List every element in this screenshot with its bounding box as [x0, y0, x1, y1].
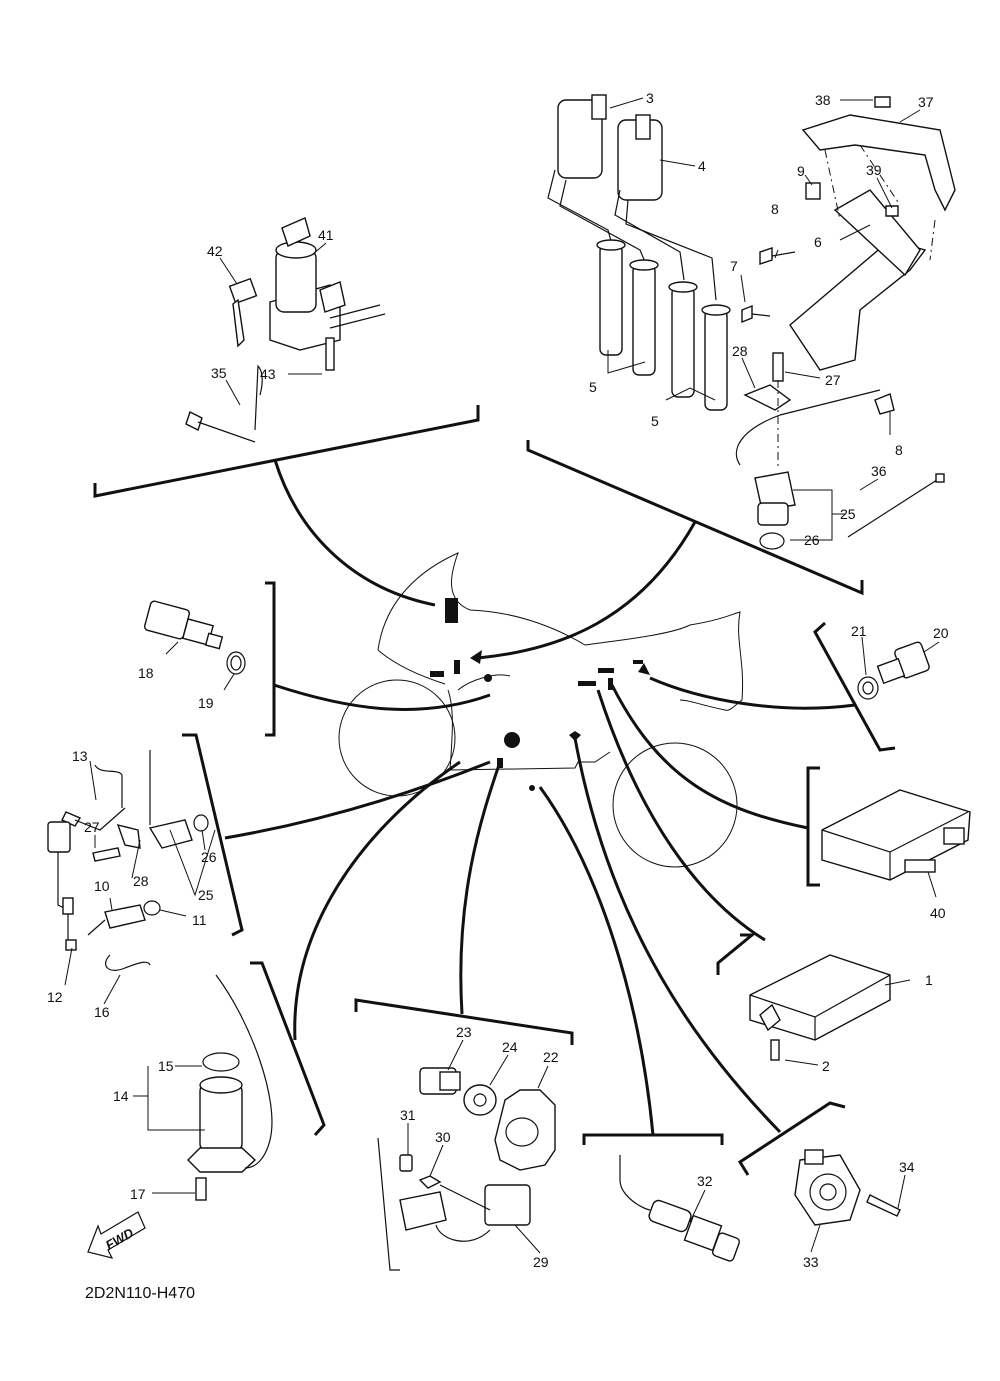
callout-39: 39 [866, 162, 882, 178]
callout-7: 7 [730, 258, 738, 274]
callout-31: 31 [400, 1107, 416, 1123]
callout-25b: 25 [198, 887, 214, 903]
callout-8: 8 [771, 201, 779, 217]
bracket-assembly [735, 96, 956, 550]
callout-33: 33 [803, 1254, 819, 1270]
callout-labels: 1 2 3 4 5 5 6 7 8 8 9 10 11 12 13 14 15 … [47, 90, 949, 1270]
callout-5: 5 [589, 379, 597, 395]
callout-40: 40 [930, 905, 946, 921]
callout-28b: 28 [133, 873, 149, 889]
fwd-arrow-icon: FWD [87, 1211, 146, 1259]
callout-20: 20 [933, 625, 949, 641]
sensor-20-21 [857, 641, 930, 700]
callout-12: 12 [47, 989, 63, 1005]
callout-2: 2 [822, 1058, 830, 1074]
callout-10: 10 [94, 878, 110, 894]
callout-26: 26 [804, 532, 820, 548]
callout-16: 16 [94, 1004, 110, 1020]
sensor-group-left [47, 750, 209, 971]
drawing-code: 2D2N110-H470 [85, 1285, 195, 1302]
fwd-label: FWD [103, 1225, 137, 1253]
callout-6: 6 [814, 234, 822, 250]
callout-38: 38 [815, 92, 831, 108]
callout-27: 27 [825, 372, 841, 388]
callout-8b: 8 [895, 442, 903, 458]
callout-18: 18 [138, 665, 154, 681]
callout-1: 1 [925, 972, 933, 988]
callout-25: 25 [840, 506, 856, 522]
callout-leaders [64, 97, 940, 1254]
callout-21: 21 [851, 623, 867, 639]
location-markers [430, 598, 650, 791]
main-switch-assembly [185, 217, 386, 443]
callout-27b: 27 [84, 819, 100, 835]
callout-29: 29 [533, 1254, 549, 1270]
callout-3: 3 [646, 90, 654, 106]
callout-34: 34 [899, 1159, 915, 1175]
callout-17: 17 [130, 1186, 146, 1202]
ecu-1 [749, 954, 891, 1061]
solenoid-14 [187, 974, 273, 1201]
callout-15: 15 [158, 1058, 174, 1074]
ecu-40 [821, 789, 971, 881]
pickup-assembly [377, 1067, 556, 1271]
callout-43: 43 [260, 366, 276, 382]
callout-5b: 5 [651, 413, 659, 429]
callout-41: 41 [318, 227, 334, 243]
callout-28: 28 [732, 343, 748, 359]
o2-sensor-32 [619, 1155, 741, 1262]
callout-32: 32 [697, 1173, 713, 1189]
callout-42: 42 [207, 243, 223, 259]
motorcycle-outline [338, 552, 744, 868]
callout-11: 11 [192, 912, 207, 928]
callout-19: 19 [198, 695, 214, 711]
callout-4: 4 [698, 158, 706, 174]
callout-23: 23 [456, 1024, 472, 1040]
callout-14: 14 [113, 1088, 129, 1104]
callout-37: 37 [918, 94, 934, 110]
callout-26b: 26 [201, 849, 217, 865]
callout-30: 30 [435, 1129, 451, 1145]
callout-9: 9 [797, 163, 805, 179]
callout-22: 22 [543, 1049, 559, 1065]
leader-lines [224, 459, 856, 1136]
sensor-18-19 [143, 600, 246, 675]
callout-13: 13 [72, 748, 88, 764]
throttle-sensor-33 [794, 1149, 901, 1226]
callout-35: 35 [211, 365, 227, 381]
callout-36: 36 [871, 463, 887, 479]
callout-24: 24 [502, 1039, 518, 1055]
ignition-coil-assembly [547, 94, 731, 411]
